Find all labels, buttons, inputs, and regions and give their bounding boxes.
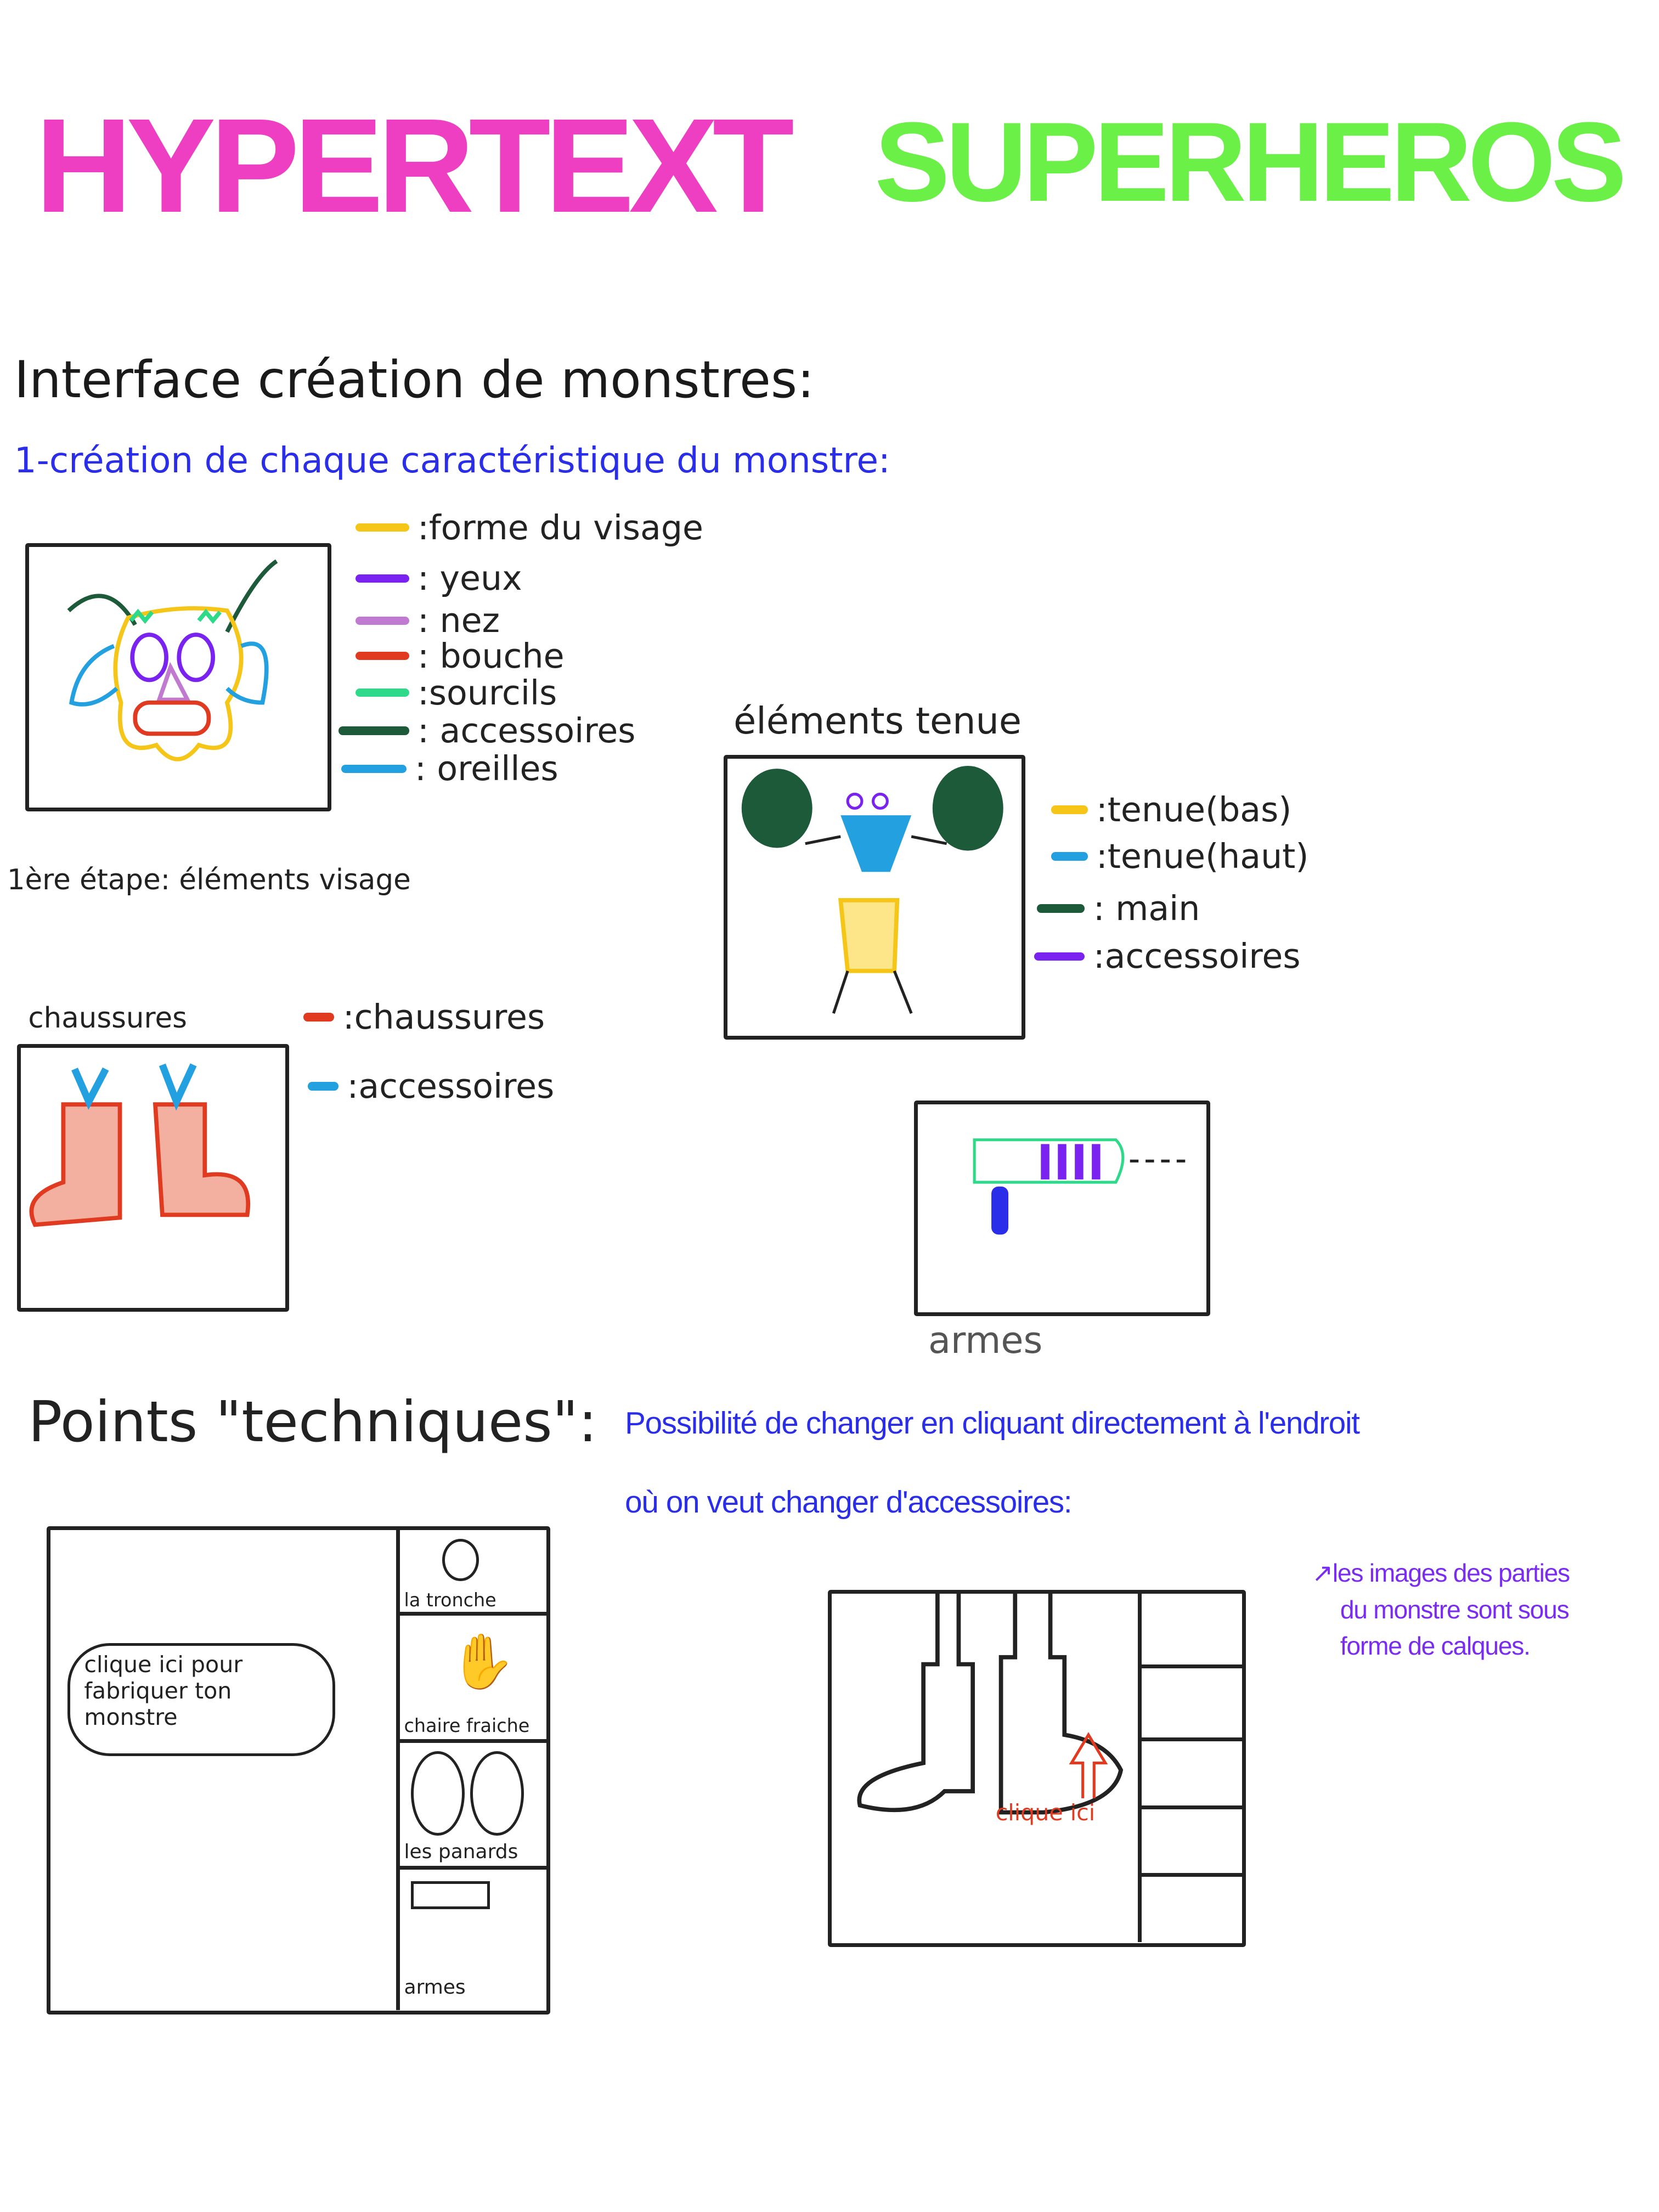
- sidebar-item-la-tronche[interactable]: la tronche: [400, 1530, 550, 1612]
- note-text: les images des parties: [1332, 1558, 1570, 1587]
- mockup-main-interface: clique ici pour fabriquer ton monstre la…: [46, 1526, 550, 2015]
- sidebar-divider: [1142, 1805, 1245, 1809]
- arrow-up-icon: [1069, 1732, 1108, 1798]
- color-swatch: [303, 1013, 335, 1022]
- sidebar-item-armes[interactable]: armes: [399, 1866, 550, 2010]
- description-line-1: Possibilité de changer en cliquant direc…: [625, 1406, 1360, 1441]
- legend-item: : main: [1036, 888, 1200, 928]
- legend-item: :tenue(bas): [1051, 789, 1292, 830]
- color-swatch: [1051, 852, 1088, 861]
- legend-item: :accessoires: [307, 1066, 555, 1106]
- face-caption: 1ère étape: éléments visage: [7, 863, 411, 896]
- legend-label: :forme du visage: [417, 507, 703, 548]
- legend-item: :tenue(haut): [1051, 836, 1309, 876]
- color-swatch: [355, 523, 409, 532]
- legend-label: :chaussures: [342, 997, 545, 1037]
- color-swatch: [355, 651, 409, 661]
- arrow-right-icon: ↗: [1312, 1558, 1333, 1587]
- legend-label: :tenue(haut): [1096, 836, 1309, 876]
- legend-item: : accessoires: [338, 711, 635, 751]
- legend-label: :tenue(bas): [1096, 789, 1292, 830]
- shoes-label: chaussures: [28, 1001, 187, 1035]
- title-hypertext: HYPERTEXT: [35, 90, 794, 240]
- head-icon: [442, 1538, 479, 1581]
- legend-item: : bouche: [355, 636, 565, 676]
- note-line: forme de calques.: [1340, 1632, 1531, 1661]
- create-monster-cloud-button[interactable]: clique ici pour fabriquer ton monstre: [67, 1643, 336, 1756]
- legend-label: : main: [1093, 888, 1200, 928]
- color-swatch: [355, 574, 409, 583]
- color-swatch: [355, 616, 409, 625]
- legend-label: : accessoires: [417, 710, 636, 751]
- legend-label: : oreilles: [414, 749, 558, 789]
- sidebar-divider: [1142, 1873, 1245, 1877]
- legend-label: : yeux: [417, 558, 522, 599]
- sidebar-divider: [1142, 1737, 1245, 1742]
- legend-label: :accessoires: [347, 1066, 555, 1106]
- legend-item: : yeux: [355, 558, 522, 599]
- weapons-drawing-box: [914, 1100, 1211, 1317]
- color-swatch: [355, 688, 409, 697]
- legend-item: : nez: [355, 601, 500, 641]
- foot-icon: [470, 1751, 524, 1836]
- description-line-2: où on veut changer d'accessoires:: [625, 1485, 1072, 1520]
- gun-icon: [411, 1881, 490, 1909]
- shoes-drawing-box: [16, 1043, 290, 1312]
- shoes-drawing: [29, 1063, 250, 1227]
- raygun-drawing: [973, 1138, 1187, 1235]
- legend-item: :sourcils: [355, 673, 557, 713]
- legend-item: :accessoires: [1034, 936, 1301, 976]
- color-swatch: [1051, 805, 1088, 814]
- mockup-click-to-change: clique ici: [828, 1589, 1246, 1947]
- legend-label: :sourcils: [417, 673, 557, 713]
- body-icon: ✋: [449, 1630, 516, 1694]
- sidebar-label: armes: [404, 1976, 466, 1999]
- color-swatch: [341, 764, 407, 774]
- click-here-label: clique ici: [995, 1799, 1096, 1826]
- section-subtitle: 1-création de chaque caractéristique du …: [14, 440, 890, 482]
- foot-icon: [411, 1751, 465, 1836]
- mockup-sidebar: la tronche ✋ chaire fraiche les panards …: [396, 1530, 550, 2010]
- sidebar-divider: [1142, 1664, 1245, 1668]
- face-drawing-box: [25, 543, 332, 811]
- page-heading: Interface création de monstres:: [14, 349, 815, 409]
- outfit-drawing-box: [724, 754, 1026, 1040]
- outfit-label: éléments tenue: [733, 699, 1022, 743]
- legend-label: : nez: [417, 601, 500, 641]
- title-superheros: SUPERHEROS: [874, 98, 1627, 225]
- mockup2-sidebar: [1138, 1593, 1245, 1943]
- sidebar-item-chaire-fraiche[interactable]: ✋ chaire fraiche: [399, 1612, 550, 1739]
- monster-face-drawing: [67, 559, 278, 761]
- color-swatch: [1036, 904, 1085, 913]
- legend-item: :forme du visage: [355, 507, 703, 548]
- boots-drawing[interactable]: [832, 1593, 1142, 1942]
- monster-body-drawing: [741, 765, 1003, 1014]
- legend-label: :accessoires: [1093, 936, 1301, 977]
- color-swatch: [307, 1082, 339, 1091]
- technical-heading: Points "techniques":: [28, 1389, 597, 1455]
- legend-label: : bouche: [417, 636, 565, 676]
- legend-item: : oreilles: [341, 749, 558, 788]
- sidebar-item-les-panards[interactable]: les panards: [399, 1739, 550, 1866]
- sidebar-label: la tronche: [404, 1589, 496, 1611]
- sidebar-label: chaire fraiche: [404, 1714, 530, 1736]
- legend-item: :chaussures: [303, 997, 545, 1037]
- color-swatch: [1034, 952, 1085, 961]
- note-line: du monstre sont sous: [1340, 1595, 1570, 1624]
- color-swatch: [338, 726, 409, 735]
- layers-note: ↗les images des parties du monstre sont …: [1312, 1555, 1650, 1665]
- weapons-label: armes: [928, 1319, 1043, 1362]
- note-line: ↗les images des parties: [1312, 1555, 1650, 1592]
- sidebar-label: les panards: [404, 1841, 518, 1864]
